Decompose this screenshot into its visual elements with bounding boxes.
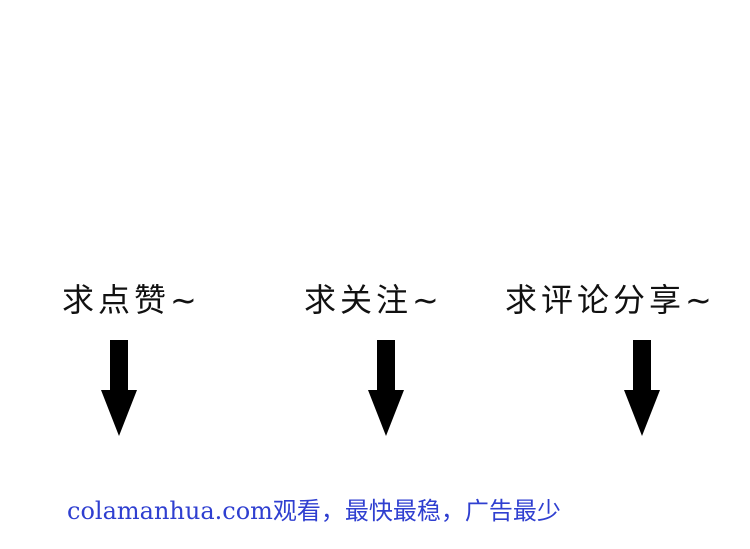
watermark-footer-text: colamanhua.com观看，最快最稳，广告最少 — [67, 497, 561, 525]
comment-share-prompt: 求评论分享~ — [505, 281, 716, 319]
arrow-down-icon — [101, 340, 137, 436]
like-prompt: 求点赞~ — [62, 281, 201, 319]
follow-prompt: 求关注~ — [304, 281, 443, 319]
arrow-down-icon — [368, 340, 404, 436]
arrow-down-icon — [624, 340, 660, 436]
